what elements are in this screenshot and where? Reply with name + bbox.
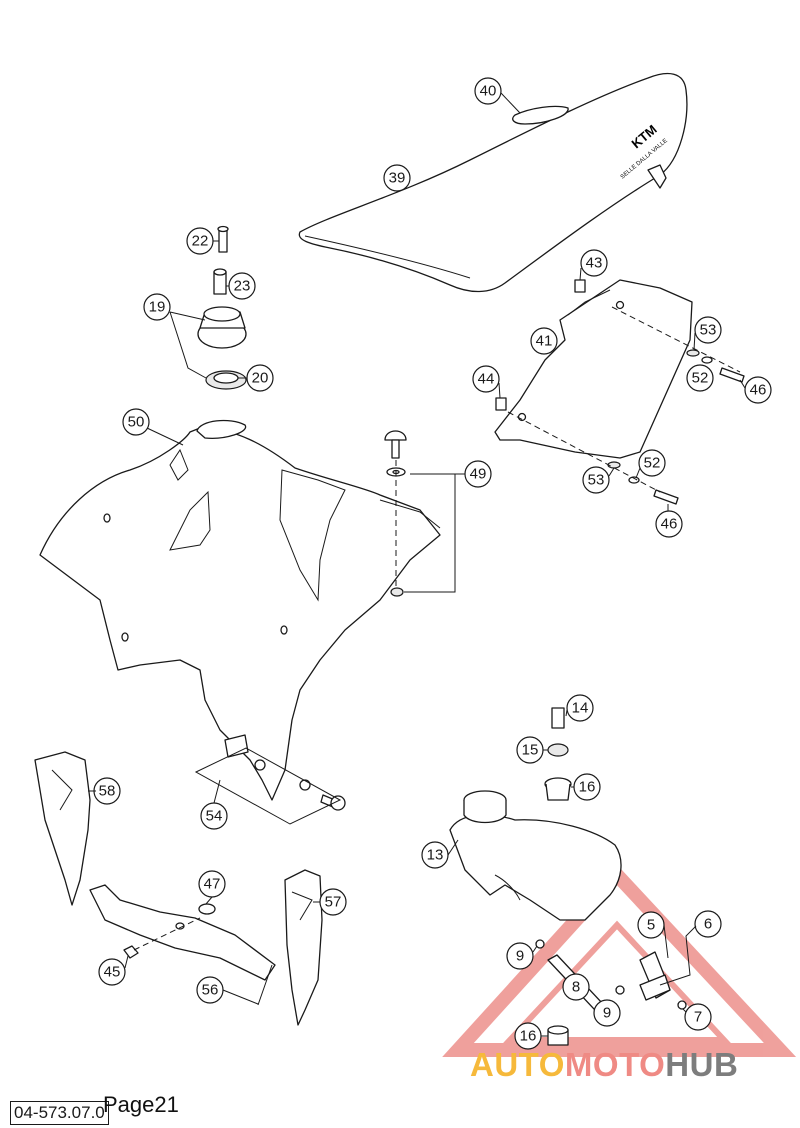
fuel-tank <box>449 707 622 921</box>
svg-text:43: 43 <box>586 255 603 272</box>
callout-50: 50 <box>122 408 150 436</box>
callout-49: 49 <box>464 460 492 488</box>
svg-text:39: 39 <box>389 170 406 187</box>
callout-39: 39 <box>383 164 411 192</box>
svg-text:16: 16 <box>579 779 596 796</box>
callout-56: 56 <box>196 976 224 1004</box>
callout-9b: 9 <box>593 999 621 1027</box>
watermark-text: AUTOMOTOHUB <box>470 1046 738 1084</box>
svg-text:54: 54 <box>206 808 223 825</box>
svg-text:22: 22 <box>192 233 209 250</box>
callout-16b: 16 <box>514 1022 542 1050</box>
callout-47: 47 <box>198 870 226 898</box>
callout-13: 13 <box>421 841 449 869</box>
watermark-part-auto: AUTO <box>470 1046 565 1083</box>
watermark-part-moto: MOTO <box>564 1046 666 1083</box>
svg-text:52: 52 <box>692 370 709 387</box>
svg-text:23: 23 <box>234 278 251 295</box>
panel-left <box>34 751 91 906</box>
callout-52a: 52 <box>686 364 714 392</box>
panel-right-detail <box>291 891 313 921</box>
callout-45: 45 <box>98 958 126 986</box>
svg-text:45: 45 <box>104 964 121 981</box>
svg-text:46: 46 <box>661 516 678 533</box>
svg-text:41: 41 <box>536 333 553 350</box>
svg-text:40: 40 <box>480 83 497 100</box>
svg-text:56: 56 <box>202 982 219 999</box>
svg-text:16: 16 <box>520 1028 537 1045</box>
callout-43: 43 <box>580 249 608 277</box>
callout-58: 58 <box>93 777 121 805</box>
callout-52b: 52 <box>638 449 666 477</box>
svg-text:13: 13 <box>427 847 444 864</box>
callout-15: 15 <box>516 736 544 764</box>
svg-text:9: 9 <box>603 1005 611 1022</box>
page-label: Page21 <box>103 1092 179 1117</box>
fuel-tap-parts <box>535 939 687 1046</box>
svg-text:5: 5 <box>647 917 655 934</box>
leader-lines <box>88 92 746 1037</box>
seat-pad <box>512 105 569 125</box>
svg-text:14: 14 <box>572 700 589 717</box>
watermark-part-hub: HUB <box>665 1046 739 1083</box>
svg-text:53: 53 <box>588 472 605 489</box>
svg-text:6: 6 <box>704 916 712 933</box>
side-cover-bolt-line-lower <box>507 411 661 493</box>
svg-text:19: 19 <box>149 299 166 316</box>
callout-14: 14 <box>566 694 594 722</box>
svg-text:46: 46 <box>750 382 767 399</box>
callout-5: 5 <box>637 911 665 939</box>
callout-53a: 53 <box>694 316 722 344</box>
tank-shroud <box>39 419 441 801</box>
callout-19: 19 <box>143 293 171 321</box>
svg-text:44: 44 <box>478 371 495 388</box>
svg-text:58: 58 <box>99 783 116 800</box>
callout-46a: 46 <box>744 376 772 404</box>
bracket-screw-line <box>133 917 201 951</box>
callout-53b: 53 <box>582 466 610 494</box>
seat: KTM SELLE DALLA VALLE <box>298 72 688 293</box>
svg-text:8: 8 <box>572 979 580 996</box>
svg-text:52: 52 <box>644 455 661 472</box>
callout-8: 8 <box>562 973 590 1001</box>
callout-40: 40 <box>474 77 502 105</box>
callout-6: 6 <box>694 910 722 938</box>
watermark-triangle <box>442 864 797 1057</box>
fastener-group <box>194 734 346 825</box>
svg-text:20: 20 <box>252 370 269 387</box>
svg-text:57: 57 <box>325 894 342 911</box>
callout-44: 44 <box>472 365 500 393</box>
callout-46b: 46 <box>655 510 683 538</box>
svg-text:50: 50 <box>128 414 145 431</box>
callout-23: 23 <box>228 272 256 300</box>
svg-text:15: 15 <box>522 742 539 759</box>
mounting-bracket <box>89 884 276 1006</box>
side-cover-bolt-line-upper <box>611 306 741 373</box>
callout-9a: 9 <box>506 942 534 970</box>
fuel-cap-assembly <box>197 225 247 390</box>
side-cover <box>494 279 745 505</box>
svg-text:53: 53 <box>700 322 717 339</box>
callout-22: 22 <box>186 227 214 255</box>
callout-7: 7 <box>684 1003 712 1031</box>
callout-16a: 16 <box>573 773 601 801</box>
svg-text:47: 47 <box>204 876 221 893</box>
svg-text:9: 9 <box>516 948 524 965</box>
svg-text:49: 49 <box>470 466 487 483</box>
callout-57: 57 <box>319 888 347 916</box>
reference-code: 04-573.07.0 <box>10 1101 109 1125</box>
svg-text:7: 7 <box>694 1009 702 1026</box>
panel-right <box>284 869 323 1026</box>
callout-41: 41 <box>530 327 558 355</box>
callout-20: 20 <box>246 364 274 392</box>
panel-left-detail <box>51 769 73 811</box>
callout-54: 54 <box>200 802 228 830</box>
